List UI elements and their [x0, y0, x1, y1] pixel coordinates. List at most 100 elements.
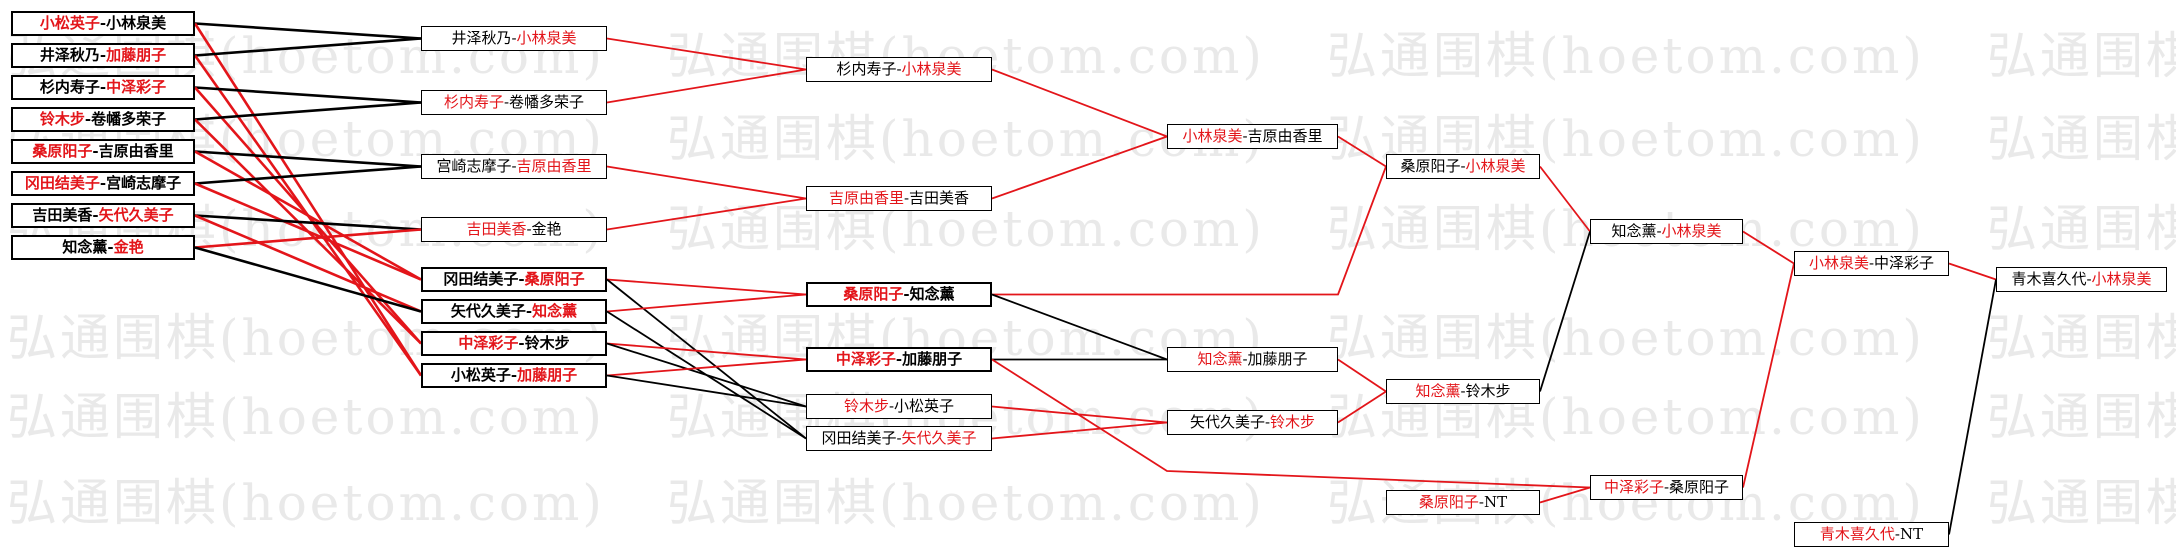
match-box: 冈田结美子-桑原阳子 — [421, 267, 607, 292]
match-separator: - — [99, 46, 107, 64]
highlighted-player-name: 加藤朋子 — [106, 46, 167, 64]
match-box: 中泽彩子-铃木步 — [421, 331, 607, 356]
player-name: 桑原阳子 — [1669, 478, 1730, 496]
player-name: 吉原由香里 — [1247, 127, 1323, 145]
watermark-text: 弘通围棋(hoetom.com) — [1987, 28, 2176, 84]
highlighted-player-name: 小林泉美 — [1182, 127, 1243, 145]
match-box: 吉田美香-矢代久美子 — [11, 203, 195, 228]
player-name: 铃木步 — [524, 334, 570, 352]
match-separator: - — [896, 60, 902, 78]
watermark-text: 弘通围棋(hoetom.com) — [667, 111, 1265, 167]
connector-line — [991, 293, 1168, 361]
match-box: 青木喜久代-小林泉美 — [1996, 267, 2167, 292]
match-separator: - — [903, 285, 910, 303]
highlighted-player-name: 加藤朋子 — [517, 366, 578, 384]
connector-line — [194, 182, 422, 281]
highlighted-player-name: 金艳 — [113, 238, 144, 256]
match-separator: - — [2086, 270, 2092, 288]
highlighted-player-name: 矢代久美子 — [98, 206, 174, 224]
match-box: 杉内寿子-小林泉美 — [806, 57, 992, 82]
match-separator: - — [1663, 478, 1670, 496]
match-box: 桑原阳子-NT — [1386, 490, 1540, 515]
match-separator: - — [511, 157, 517, 175]
highlighted-player-name: 知念薰 — [1415, 382, 1461, 400]
match-box: 矢代久美子-铃木步 — [1167, 410, 1338, 435]
player-name: 冈田结美子 — [821, 429, 897, 447]
connector-line — [194, 214, 422, 313]
player-name: 矢代久美子 — [1189, 413, 1265, 431]
connector-line — [606, 342, 807, 408]
watermark-text: 弘通围棋(hoetom.com) — [1327, 310, 1925, 366]
player-name: 冈田结美子 — [443, 270, 519, 288]
connector-line — [606, 37, 807, 71]
match-separator: - — [92, 206, 99, 224]
connector-line — [194, 246, 422, 313]
match-separator: - — [903, 189, 910, 207]
match-separator: - — [1868, 254, 1875, 272]
highlighted-player-name: 铃木步 — [39, 110, 85, 128]
connector-line — [1337, 390, 1387, 424]
match-box: 中泽彩子-桑原阳子 — [1590, 475, 1743, 500]
connector-line — [194, 22, 422, 40]
connector-line — [1539, 486, 1591, 504]
highlighted-player-name: 小林泉美 — [2091, 270, 2152, 288]
highlighted-player-name: 桑原阳子 — [524, 270, 585, 288]
highlighted-player-name: 吉田美香 — [466, 220, 527, 238]
player-name: 卷幡多荣子 — [509, 93, 585, 111]
match-box: 铃木步-小松英子 — [806, 394, 992, 419]
match-separator: - — [1460, 157, 1466, 175]
match-box: 知念薰-加藤朋子 — [1167, 347, 1338, 372]
player-name: 杉内寿子 — [39, 78, 100, 96]
highlighted-player-name: 小林泉美 — [1465, 157, 1526, 175]
match-box: 中泽彩子-加藤朋子 — [806, 347, 992, 372]
connector-line — [193, 22, 423, 377]
match-separator: - — [526, 220, 532, 238]
player-name: NT — [1899, 525, 1924, 543]
connector-line — [1742, 263, 1795, 488]
highlighted-player-name: 冈田结美子 — [24, 174, 100, 192]
connector-line — [1539, 231, 1591, 392]
connector-line — [606, 165, 807, 200]
highlighted-player-name: 中泽彩子 — [106, 78, 167, 96]
connector-line — [606, 278, 807, 296]
player-name: 井泽秋乃 — [451, 29, 512, 47]
match-box: 知念薰-铃木步 — [1386, 379, 1540, 404]
connector-line — [991, 68, 1168, 138]
match-box: 铃木步-卷幡多荣子 — [11, 107, 195, 132]
highlighted-player-name: 桑原阳子 — [32, 142, 93, 160]
match-box: 青木喜久代-NT — [1794, 522, 1949, 547]
player-name: 金艳 — [531, 220, 562, 238]
player-name: 井泽秋乃 — [39, 46, 100, 64]
match-box: 小林泉美-中泽彩子 — [1794, 251, 1949, 276]
player-name: 吉田美香 — [909, 189, 970, 207]
watermark-text: 弘通围棋(hoetom.com) — [1987, 475, 2176, 531]
connector-line — [991, 358, 1591, 489]
player-name: 加藤朋子 — [1247, 350, 1308, 368]
connector-line — [606, 358, 807, 377]
match-separator: - — [99, 14, 107, 32]
highlighted-player-name: 桑原阳子 — [1418, 493, 1479, 511]
match-separator: - — [1264, 413, 1271, 431]
watermark-text: 弘通围棋(hoetom.com) — [1327, 28, 1925, 84]
watermark-text: 弘通围棋(hoetom.com) — [1987, 201, 2176, 257]
match-separator: - — [1894, 525, 1900, 543]
connector-line — [194, 150, 422, 281]
player-name: 加藤朋子 — [902, 350, 963, 368]
match-separator: - — [1242, 127, 1248, 145]
match-separator: - — [518, 270, 525, 288]
match-separator: - — [1478, 493, 1484, 511]
watermark-text: 弘通围棋(hoetom.com) — [1987, 111, 2176, 167]
connector-line — [1948, 279, 1997, 535]
highlighted-player-name: 吉原由香里 — [828, 189, 904, 207]
match-separator: - — [895, 350, 903, 368]
connector-line — [992, 166, 1387, 296]
match-separator: - — [888, 397, 895, 415]
highlighted-player-name: 小林泉美 — [901, 60, 962, 78]
match-box: 桑原阳子-吉原由香里 — [11, 139, 195, 164]
player-name: 矢代久美子 — [450, 302, 526, 320]
match-separator: - — [525, 302, 533, 320]
player-name: 知念薰 — [1611, 222, 1657, 240]
connector-line — [194, 165, 422, 185]
match-box: 吉原由香里-吉田美香 — [806, 186, 992, 211]
connector-line — [194, 150, 422, 168]
